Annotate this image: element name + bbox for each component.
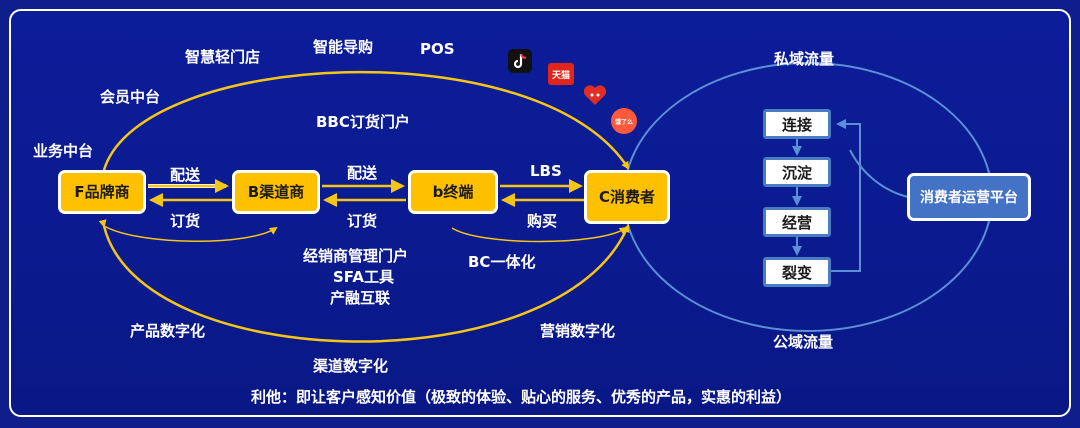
label-bbc-portal: BBC订货门户 (316, 113, 410, 131)
step-connect: 连接 (763, 109, 831, 139)
label-dealer-portal: 经销商管理门户 (303, 247, 409, 265)
node-brand: F品牌商 (58, 170, 146, 214)
label-pos: POS (420, 40, 455, 58)
label-order-2: 订货 (347, 212, 378, 230)
step-fission: 裂变 (763, 257, 831, 287)
tmall-icon: 天猫 (548, 63, 574, 85)
label-product-digital: 产品数字化 (130, 322, 206, 340)
tmall-icon-label: 天猫 (551, 70, 570, 81)
label-member-center: 会员中台 (100, 88, 161, 106)
node-channel: B渠道商 (232, 170, 320, 214)
label-marketing-digital: 营销数字化 (540, 322, 616, 340)
step-operate: 经营 (763, 207, 831, 237)
node-consumer: C消费者 (584, 170, 670, 224)
footer-text: 利他：即让客户感知价值（极致的体验、贴心的服务、优秀的产品，实惠的利益） (251, 388, 792, 406)
label-business-center: 业务中台 (33, 142, 94, 160)
label-delivery-1: 配送 (170, 166, 201, 184)
label-smart-guide: 智能导购 (313, 38, 374, 56)
step-accumulate: 沉淀 (763, 157, 831, 187)
bottom-arc (98, 219, 630, 343)
inner-arc-1 (103, 225, 278, 242)
label-private-traffic: 私域流量 (774, 50, 835, 68)
label-bc-integration: BC一体化 (468, 253, 536, 271)
inner-arc-2 (451, 226, 628, 243)
node-terminal: b终端 (408, 170, 498, 214)
cycle-return-arrow (830, 119, 861, 272)
label-public-traffic: 公域流量 (773, 333, 834, 351)
pinduoduo-icon (582, 83, 608, 107)
ele-icon: 饿了么 (611, 108, 637, 134)
consumer-platform: 消费者运营平台 (907, 173, 1031, 221)
label-smart-store: 智慧轻门店 (185, 48, 261, 66)
label-sfa-tools: SFA工具 (333, 268, 394, 286)
ele-icon-label: 饿了么 (614, 118, 633, 126)
tiktok-icon (508, 49, 532, 73)
diagram-panel (9, 9, 1071, 417)
platform-arrow (849, 149, 909, 198)
top-arc (98, 70, 630, 177)
label-delivery-2: 配送 (347, 164, 378, 182)
label-industry-fintech: 产融互联 (330, 289, 391, 307)
label-channel-digital: 渠道数字化 (313, 357, 389, 375)
label-lbs: LBS (530, 162, 562, 180)
label-purchase: 购买 (527, 212, 558, 230)
label-order-1: 订货 (170, 212, 201, 230)
